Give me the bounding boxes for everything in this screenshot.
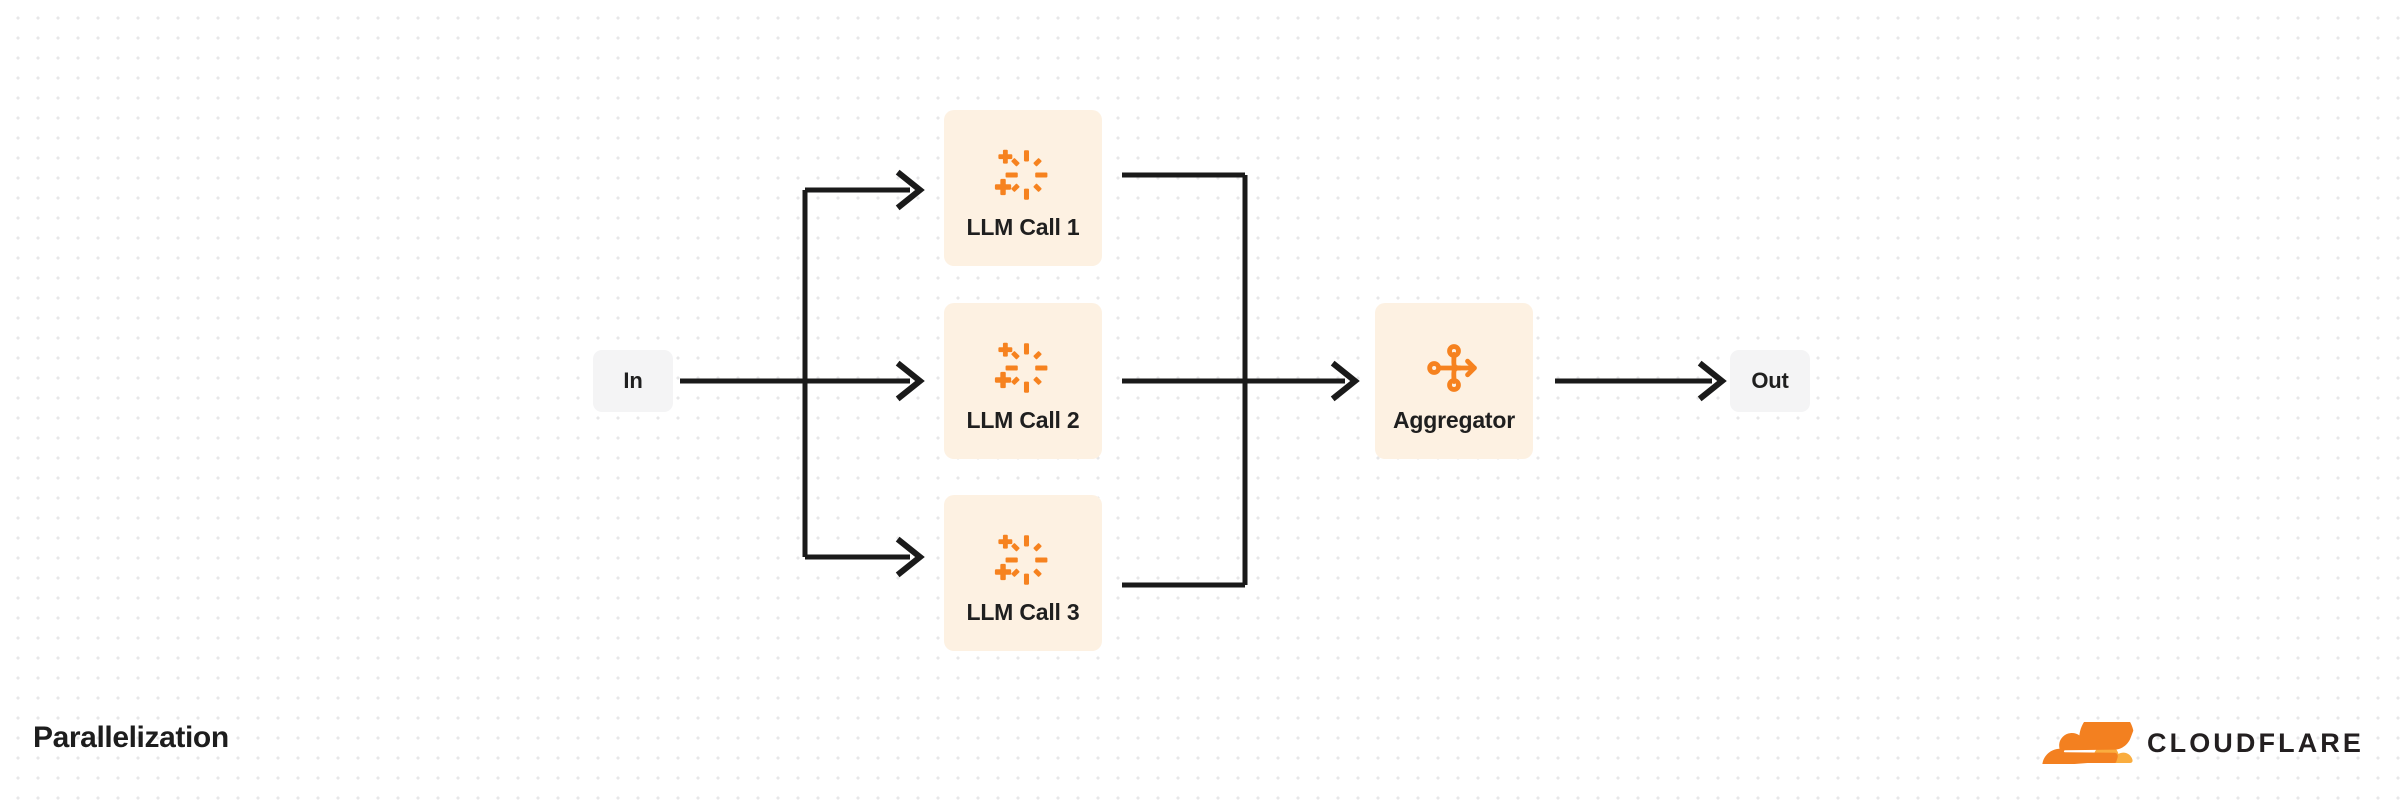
node-llm-call-3[interactable]: LLM Call 3 xyxy=(944,495,1102,651)
node-in-label: In xyxy=(623,368,643,393)
arrowhead-llm-1 xyxy=(895,169,925,211)
brand-wordmark: CLOUDFLARE xyxy=(2147,727,2364,758)
cloudflare-cloud-logo xyxy=(2042,722,2134,764)
brand-lockup: CLOUDFLARE xyxy=(2038,722,2364,764)
node-llm-call-1[interactable]: LLM Call 1 xyxy=(944,110,1102,266)
ai-sparkle-icon xyxy=(994,534,1048,585)
arrowhead-llm-2 xyxy=(895,360,925,402)
arrowhead-aggregator xyxy=(1330,360,1360,402)
aggregator-merge-icon xyxy=(1427,343,1477,392)
node-out[interactable]: Out xyxy=(1730,350,1810,412)
node-llm-call-2-label: LLM Call 2 xyxy=(966,406,1080,433)
node-llm-call-2[interactable]: LLM Call 2 xyxy=(944,303,1102,459)
node-out-label: Out xyxy=(1751,368,1789,393)
ai-sparkle-icon xyxy=(994,149,1048,200)
node-llm-call-1-label: LLM Call 1 xyxy=(966,213,1080,240)
node-in[interactable]: In xyxy=(593,350,673,412)
node-aggregator[interactable]: Aggregator xyxy=(1375,303,1533,459)
ai-sparkle-icon xyxy=(994,342,1048,393)
node-aggregator-label: Aggregator xyxy=(1393,406,1515,433)
arrowhead-llm-3 xyxy=(895,536,925,578)
page-title: Parallelization xyxy=(33,721,229,754)
arrowhead-out xyxy=(1697,360,1727,402)
node-llm-call-3-label: LLM Call 3 xyxy=(966,598,1080,625)
